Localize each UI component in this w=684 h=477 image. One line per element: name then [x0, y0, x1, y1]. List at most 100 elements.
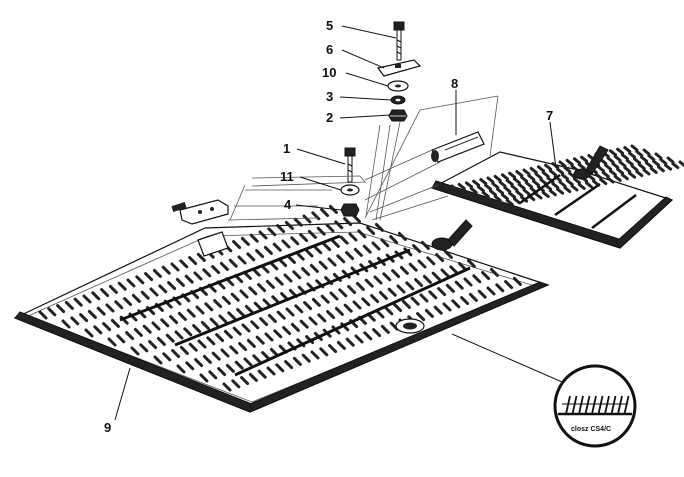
sieve-slat	[488, 189, 497, 197]
sieve-slat	[606, 156, 615, 164]
inset-tooth	[565, 395, 571, 415]
sieve-slat	[410, 296, 420, 306]
sieve-slat	[194, 358, 204, 368]
sieve-slat	[462, 188, 471, 196]
sieve-slat	[419, 293, 429, 303]
main-sieve-panel	[13, 204, 550, 413]
sieve-slat	[463, 277, 473, 287]
sieve-slat	[292, 270, 302, 280]
sieve-slat	[38, 310, 48, 320]
explosion-lines	[227, 95, 499, 221]
sieve-slat	[510, 184, 519, 192]
sieve-slat	[219, 261, 229, 271]
sieve-slat	[334, 306, 344, 316]
sieve-slat	[451, 299, 461, 309]
sieve-slat	[364, 278, 374, 288]
sieve-slat	[160, 318, 170, 328]
sieve-slat	[185, 361, 195, 371]
sieve-slat	[599, 178, 608, 186]
sieve-slat	[500, 173, 509, 181]
sieve-slat	[565, 178, 574, 186]
inset-tooth	[584, 395, 591, 415]
sieve-slat	[139, 343, 149, 353]
sieve-slat	[363, 331, 373, 341]
sieve-slat	[151, 321, 161, 331]
sieve-slat	[534, 172, 543, 180]
sieve-slat	[484, 183, 493, 191]
sieve-slat	[261, 351, 271, 361]
sieve-slat	[468, 292, 478, 302]
sieve-slat	[371, 241, 381, 251]
sieve-slat	[320, 208, 330, 218]
sieve-slat	[541, 190, 550, 198]
sieve-slat	[606, 176, 615, 184]
sieve-slat	[255, 249, 265, 259]
sieve-slat	[347, 285, 357, 295]
sieve-slat	[200, 320, 210, 330]
sieve-slat	[374, 222, 384, 232]
sieve-slat	[215, 333, 225, 343]
sieve-slat	[140, 290, 150, 300]
sieve-slat	[257, 283, 267, 293]
inset-tooth	[578, 395, 584, 415]
sieve-slat	[632, 157, 641, 165]
sieve-slat	[486, 176, 495, 184]
sieve-slat	[637, 162, 646, 170]
sieve-slat	[498, 180, 507, 188]
sieve-slat	[570, 164, 579, 172]
sieve-slat	[522, 188, 531, 196]
sieve-slat	[319, 347, 329, 357]
sieve-slat	[343, 303, 353, 313]
sieve-slat	[611, 162, 620, 170]
sieve-slat	[107, 337, 117, 347]
sieve-slat	[184, 274, 194, 284]
sieve-slat	[608, 169, 617, 177]
sieve-slat	[382, 272, 392, 282]
sieve-slat	[503, 186, 512, 194]
sieve-slat	[481, 190, 490, 198]
sieve-slat	[343, 217, 353, 227]
sieve-slat	[671, 162, 680, 170]
sieve-slat	[472, 179, 481, 187]
sieve-slat	[548, 169, 557, 177]
sieve-slat	[170, 262, 180, 272]
sieve-slat	[493, 194, 502, 202]
sieve-slat	[437, 287, 447, 297]
sieve-slat	[355, 281, 365, 291]
sieve-slat	[135, 275, 145, 285]
sieve-slat	[264, 332, 274, 342]
sieve-slat	[433, 305, 443, 315]
sieve-slat	[241, 323, 251, 333]
sieve-slat	[292, 356, 302, 366]
sieve-slat	[656, 165, 665, 173]
sieve-slat	[339, 235, 349, 245]
sieve-slat	[443, 249, 453, 259]
sieve-slat	[246, 252, 256, 262]
sieve-slat	[558, 180, 567, 188]
sieve-slat	[529, 166, 538, 174]
sieve-slat	[616, 147, 625, 155]
callout-4: 4	[284, 197, 292, 212]
sieve-slat	[373, 275, 383, 285]
sieve-slat	[244, 304, 254, 314]
sieve-slat	[556, 187, 565, 195]
sieve-slat	[79, 313, 89, 323]
sieve-slat	[222, 382, 232, 392]
sieve-slat	[469, 186, 478, 194]
callout-2: 2	[326, 110, 333, 125]
sieve-slat	[563, 166, 572, 174]
sieve-slat	[162, 352, 172, 362]
sieve-slat	[642, 148, 651, 156]
inset-tooth	[591, 395, 597, 415]
sieve-slat	[255, 335, 265, 345]
sieve-slat	[217, 367, 227, 377]
sieve-slat	[393, 303, 403, 313]
sieve-slat	[477, 289, 487, 299]
callout-numbers: 5 6 10 3 2 8 7 1 11 4 9	[104, 18, 553, 435]
sieve-slat	[623, 166, 632, 174]
sieve-slat	[326, 310, 336, 320]
sieve-slat	[234, 360, 244, 370]
sieve-slat	[635, 170, 644, 178]
sieve-slat	[450, 184, 459, 192]
sieve-slat	[131, 293, 141, 303]
